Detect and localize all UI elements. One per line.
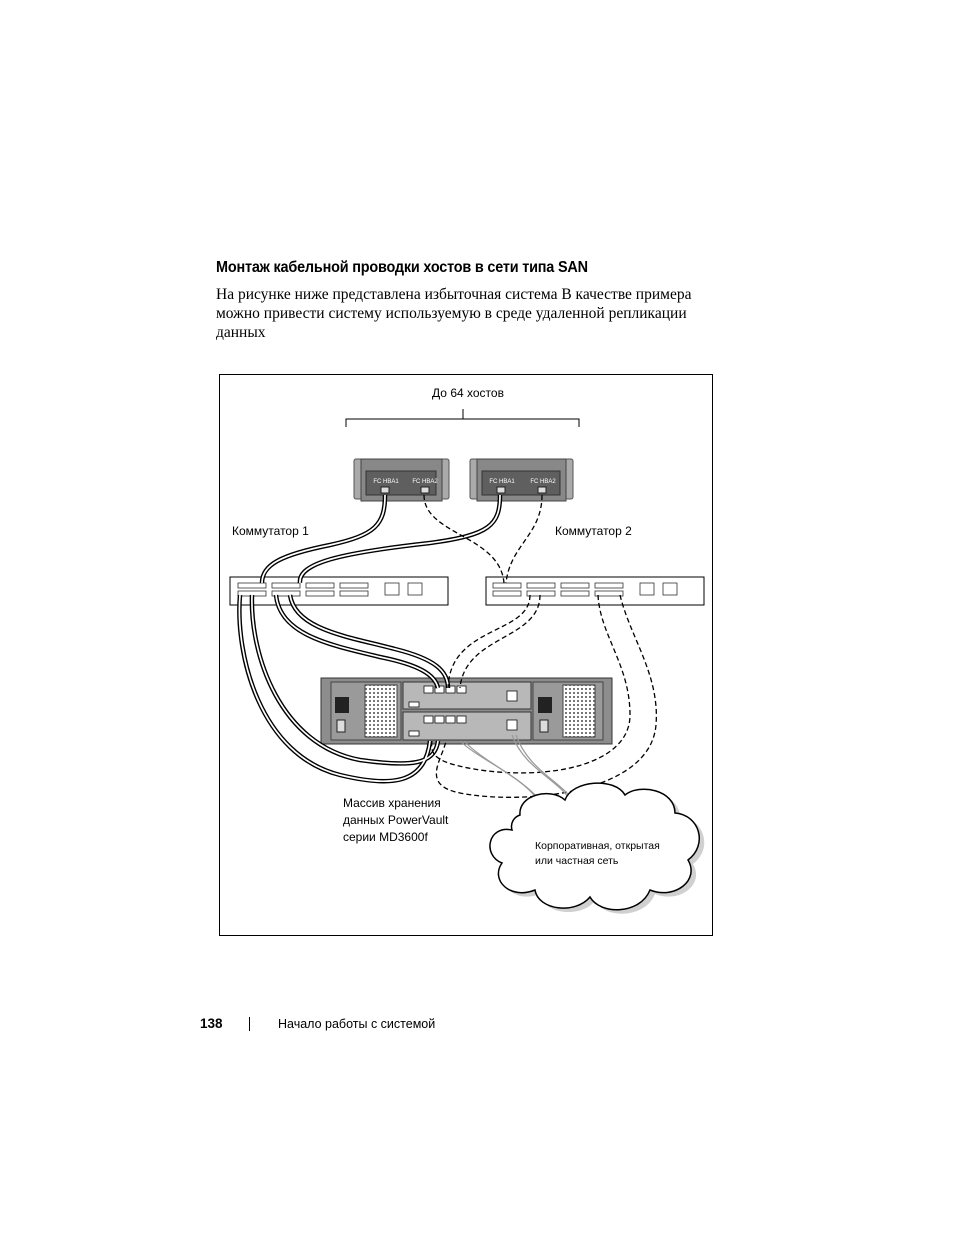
section-heading: Монтаж кабельной проводки хостов в сети … xyxy=(216,259,588,276)
cloud-label-line: Корпоративная, открытая xyxy=(535,840,660,852)
host-server-1: FC HBA1 FC HBA2 xyxy=(353,458,450,502)
network-cloud: Корпоративная, открытая или частная сеть xyxy=(489,782,705,914)
paragraph-line: На рисунке ниже представлена избыточная … xyxy=(216,286,692,303)
storage-array xyxy=(320,677,613,745)
array-label-line: серии MD3600f xyxy=(343,830,428,844)
host2-hba1-label: FC HBA1 xyxy=(489,479,515,485)
section-paragraph: На рисунке ниже представлена избыточная … xyxy=(216,285,736,342)
fc-switch-2 xyxy=(485,576,705,606)
host1-hba2-label: FC HBA2 xyxy=(412,479,438,485)
cloud-label-line: или частная сеть xyxy=(535,855,619,867)
hosts-bracket xyxy=(345,409,580,427)
footer-divider xyxy=(249,1017,250,1031)
switch2-dashed-cables xyxy=(423,494,657,798)
array-label-line: Массив хранения xyxy=(343,796,441,810)
switch-1-label: Коммутатор 1 xyxy=(232,524,309,538)
host-server-2: FC HBA1 FC HBA2 xyxy=(469,458,574,502)
host1-hba1-label: FC HBA1 xyxy=(373,479,399,485)
switch-2-label: Коммутатор 2 xyxy=(555,524,632,538)
hosts-label: До 64 хостов xyxy=(432,386,504,400)
host2-hba2-label: FC HBA2 xyxy=(530,479,556,485)
chapter-title: Начало работы с системой xyxy=(278,1017,436,1031)
page-number: 138 xyxy=(200,1016,223,1031)
san-cabling-figure: До 64 хостов FC HBA1 FC HBA2 FC HBA1 FC … xyxy=(219,374,713,936)
fc-switch-1 xyxy=(229,576,449,606)
san-diagram: До 64 хостов FC HBA1 FC HBA2 FC HBA1 FC … xyxy=(229,386,705,914)
paragraph-line: данных xyxy=(216,324,266,341)
array-label-line: данных PowerVault xyxy=(343,813,449,827)
paragraph-line: можно привести систему используемую в ср… xyxy=(216,305,687,322)
